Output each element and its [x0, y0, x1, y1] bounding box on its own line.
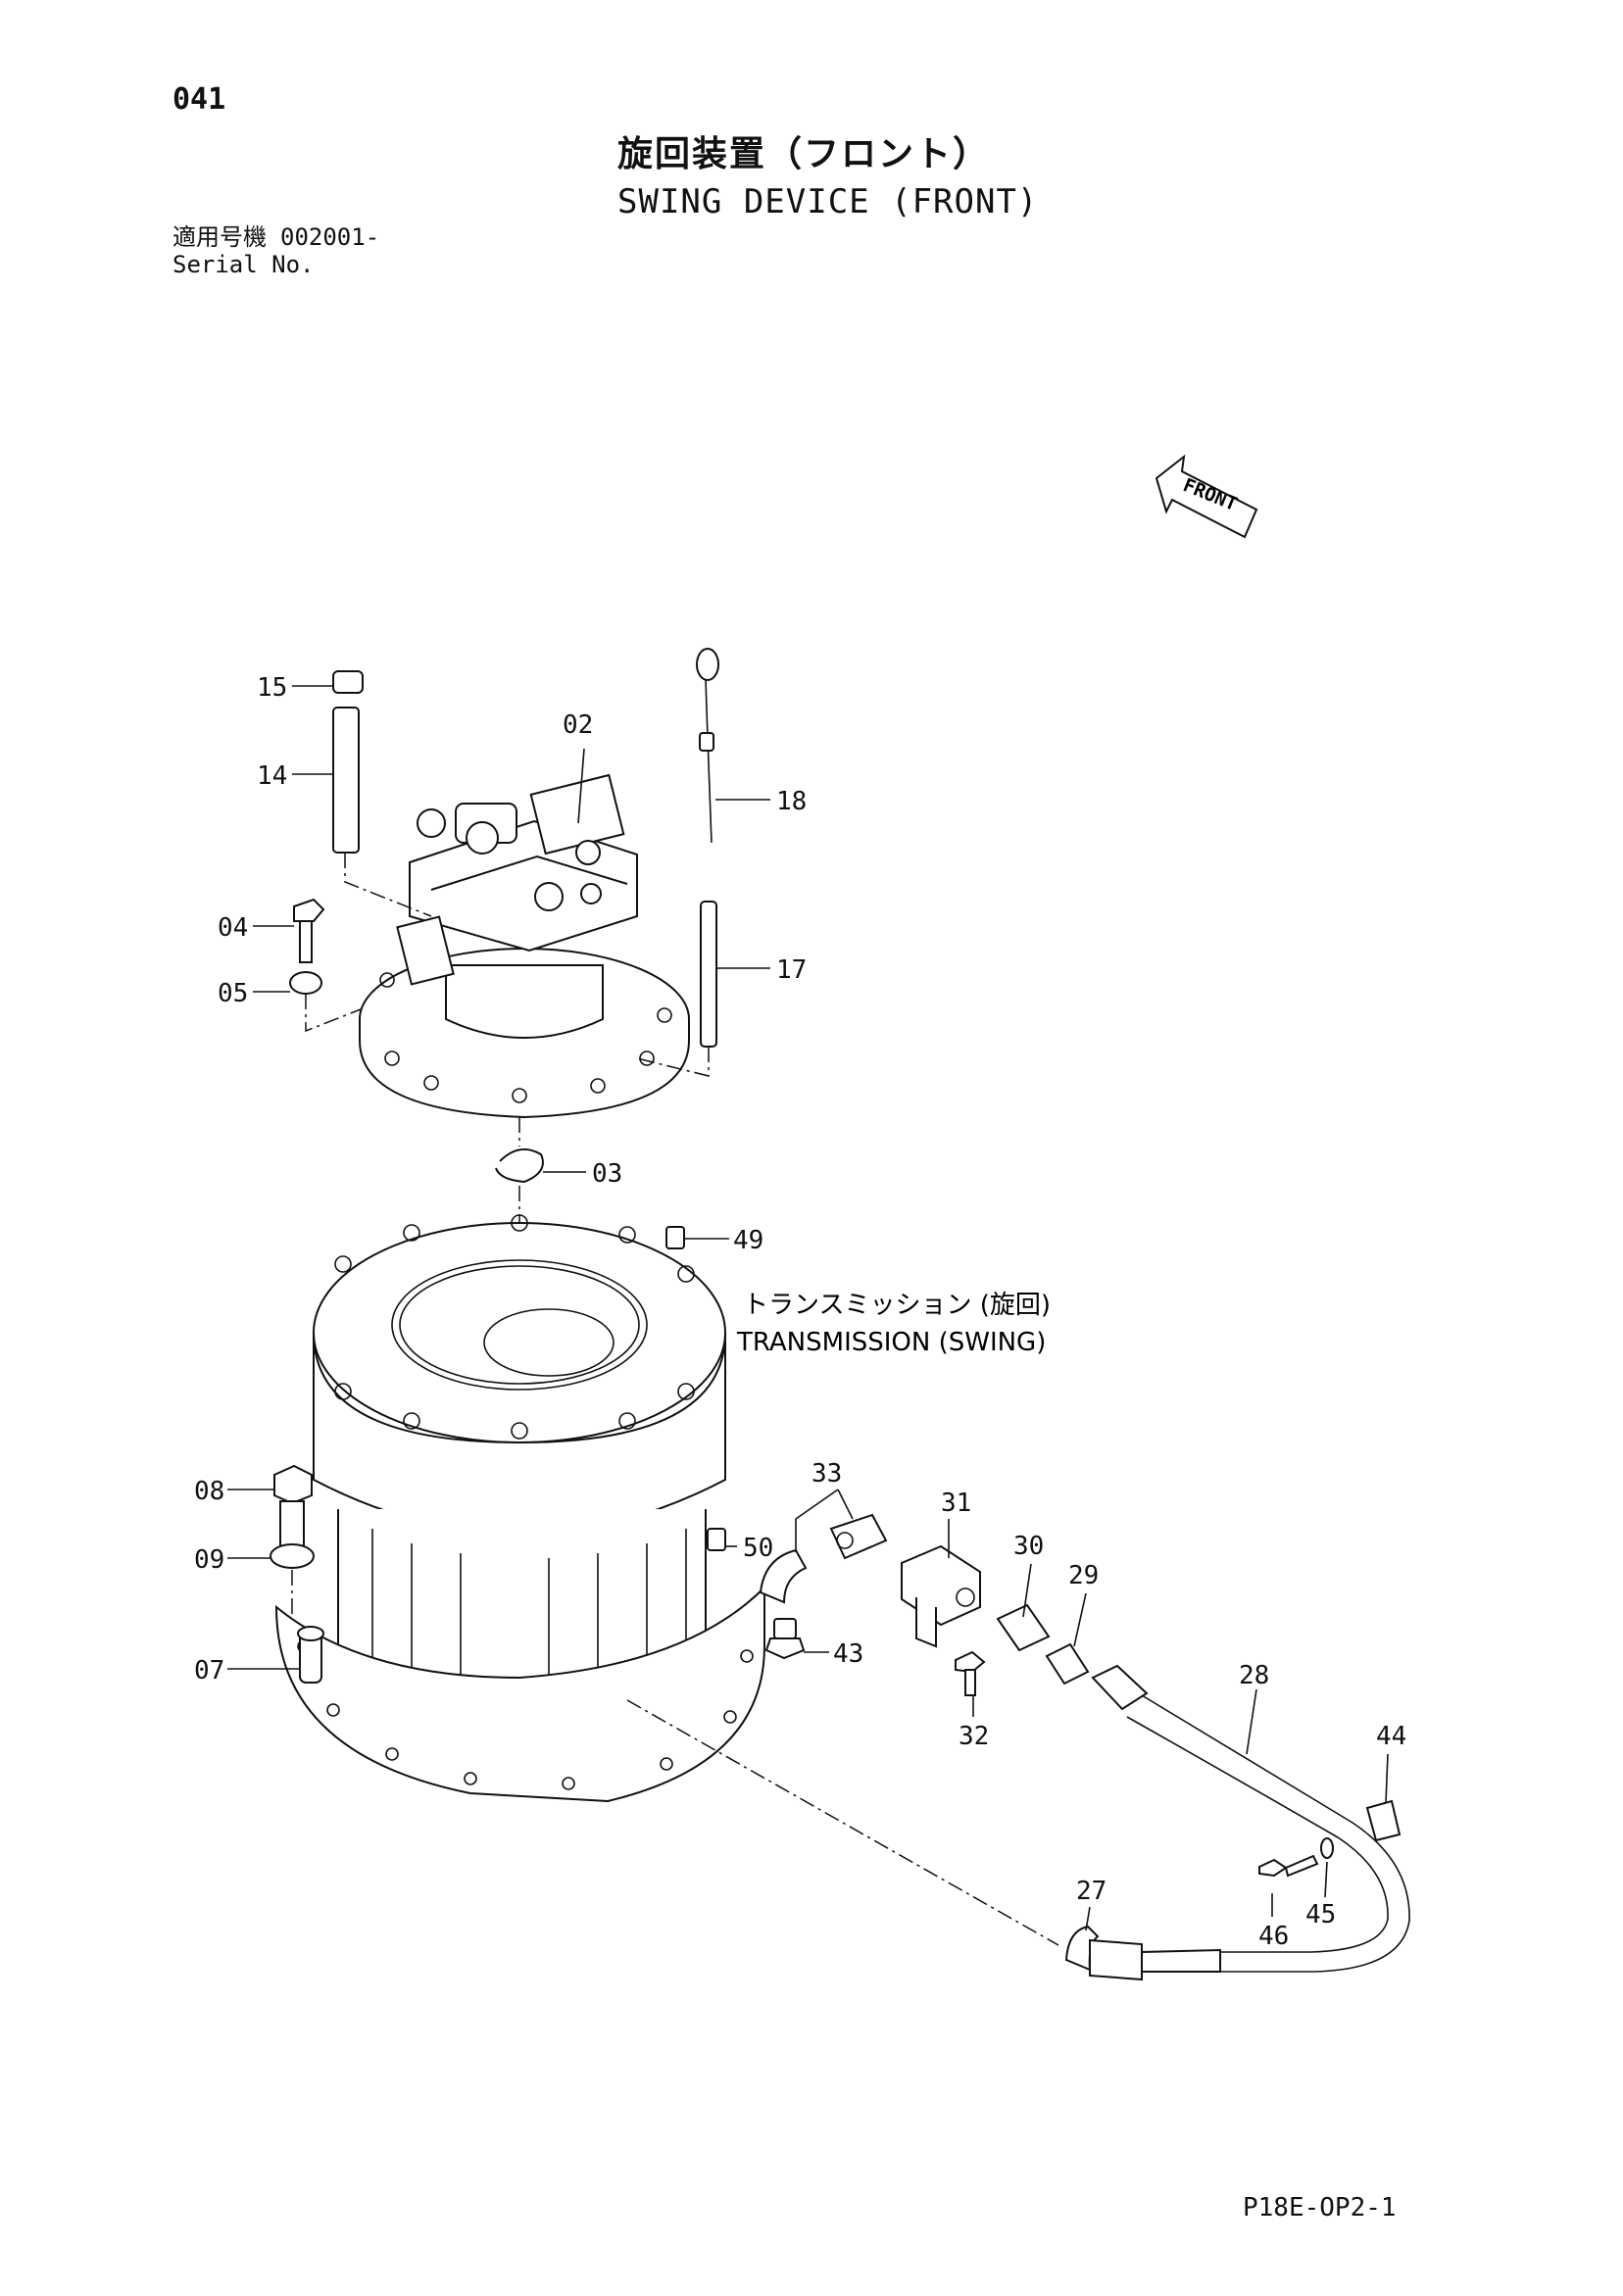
- callout-15: 15: [257, 673, 287, 703]
- page-title-jp: 旋回装置（フロント）: [617, 134, 991, 174]
- callout-50: 50: [743, 1534, 773, 1563]
- clamp-44: [1365, 1799, 1402, 1842]
- callout-33: 33: [812, 1459, 842, 1489]
- cap-15: [332, 670, 364, 694]
- callout-17: 17: [776, 955, 807, 985]
- pin-07: [297, 1626, 324, 1684]
- assembly-label-jp: トランスミッション (旋回): [743, 1291, 1051, 1320]
- callout-08: 08: [194, 1477, 224, 1506]
- elbow-33a: [759, 1548, 808, 1604]
- plug-43: [764, 1618, 806, 1660]
- hose-28: [1091, 1664, 1410, 1973]
- transmission-housing: [274, 1214, 765, 1803]
- bolt-08: [273, 1464, 313, 1563]
- callout-02: 02: [563, 710, 593, 740]
- callout-09: 09: [194, 1545, 224, 1575]
- elbow-33b: [829, 1513, 888, 1560]
- serial-label-en: Serial No.: [172, 251, 315, 278]
- bolt-46: [1258, 1854, 1319, 1878]
- callout-46: 46: [1258, 1922, 1289, 1951]
- page-number: 041: [172, 82, 226, 117]
- callout-45: 45: [1305, 1900, 1336, 1930]
- dipstick-18: [705, 679, 713, 844]
- callout-31: 31: [941, 1489, 971, 1518]
- page-title-en: SWING DEVICE (FRONT): [617, 182, 1039, 221]
- block-31: [901, 1544, 981, 1627]
- bolt-32: [955, 1650, 986, 1696]
- title-block: 旋回装置（フロント） SWING DEVICE (FRONT): [617, 125, 1038, 221]
- dipstick-ring: [696, 648, 719, 681]
- callout-14: 14: [257, 761, 287, 791]
- footer-code: P18E-OP2-1: [1243, 2193, 1397, 2223]
- washer-09: [270, 1543, 315, 1569]
- callout-27: 27: [1076, 1877, 1107, 1906]
- callout-04: 04: [218, 913, 248, 943]
- fitting-30: [996, 1603, 1051, 1652]
- callout-18: 18: [776, 787, 807, 816]
- callout-43: 43: [833, 1639, 863, 1669]
- callout-49: 49: [733, 1226, 763, 1255]
- plug-50: [707, 1528, 726, 1551]
- callout-44: 44: [1376, 1722, 1406, 1751]
- tube-14: [332, 707, 360, 854]
- serial-label-jp: 適用号機: [172, 223, 267, 251]
- bolt-04: [293, 898, 325, 963]
- callout-03: 03: [592, 1159, 622, 1189]
- swing-motor: [359, 773, 690, 1119]
- callout-29: 29: [1068, 1561, 1099, 1590]
- front-arrow-icon: FRONT: [1155, 454, 1258, 539]
- callout-05: 05: [218, 979, 248, 1008]
- serial-value: 002001-: [280, 223, 380, 251]
- fitting-29: [1045, 1642, 1090, 1685]
- callout-30: 30: [1013, 1532, 1044, 1561]
- washer-05: [289, 971, 322, 995]
- serial-block: 適用号機 002001- Serial No.: [172, 223, 379, 278]
- callout-32: 32: [959, 1722, 989, 1751]
- pipe-17: [700, 901, 717, 1048]
- assembly-label-en: TRANSMISSION (SWING): [736, 1328, 1046, 1357]
- snap-ring-03: [495, 1148, 544, 1184]
- washer-45: [1320, 1837, 1334, 1859]
- plug-49: [665, 1226, 685, 1249]
- callout-28: 28: [1239, 1661, 1269, 1690]
- callout-07: 07: [194, 1656, 224, 1685]
